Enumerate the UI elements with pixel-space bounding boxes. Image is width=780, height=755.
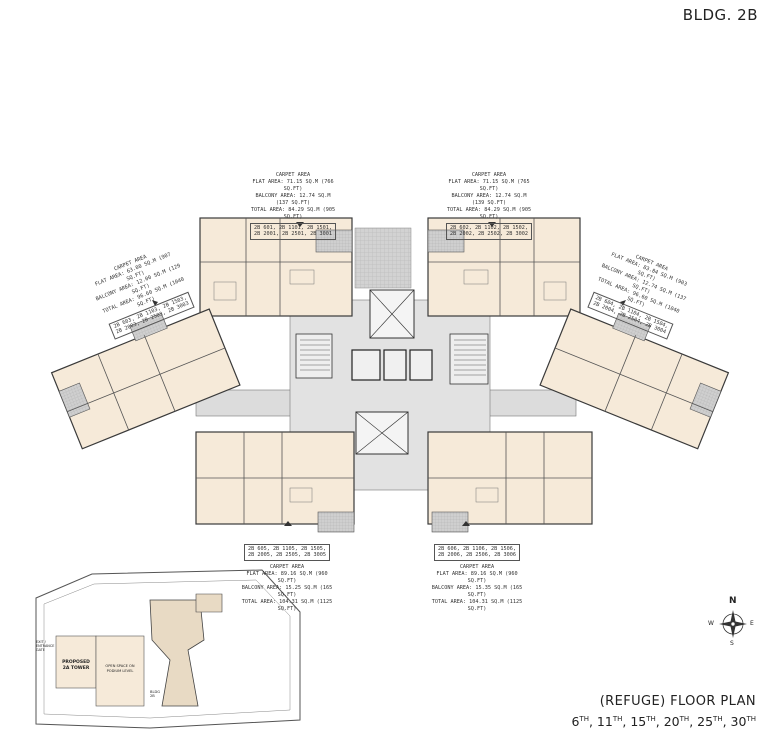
flat-bottom-left xyxy=(195,431,355,533)
floor-number: 6 xyxy=(571,714,580,729)
floor-separator: , xyxy=(722,714,731,729)
staircase-right xyxy=(449,333,489,385)
unit-list: 2B 602, 2B 1102, 2B 1502, 2B 2002, 2B 25… xyxy=(445,223,533,240)
floor-separator: , xyxy=(689,714,698,729)
floor-number: 25 xyxy=(697,714,714,729)
flat-top-right xyxy=(427,217,581,317)
area-block-top-left: CARPET AREA FLAT AREA: 71.15 SQ.M (766 S… xyxy=(248,172,338,240)
floor-separator: , xyxy=(622,714,631,729)
site-boundary xyxy=(35,569,301,729)
open-space-block xyxy=(95,635,145,707)
floor-separator: , xyxy=(655,714,664,729)
refuge-area xyxy=(354,227,412,289)
floor-number: 30 xyxy=(730,714,747,729)
floor-number: 11 xyxy=(596,714,613,729)
floor-suffix: TH xyxy=(612,714,623,723)
flat-right xyxy=(539,308,730,450)
area-block-bottom-left: 2B 605, 2B 1105, 2B 1505, 2B 2005, 2B 25… xyxy=(241,544,333,612)
plan-title: (REFUGE) FLOOR PLAN xyxy=(599,694,756,709)
lift-3 xyxy=(409,349,433,381)
area-block-bottom-right: 2B 606, 2B 1106, 2B 1506, 2B 2006, 2B 25… xyxy=(431,544,523,612)
key-plan xyxy=(35,569,301,729)
lift-2 xyxy=(383,349,407,381)
building-title: BLDG. 2B xyxy=(682,6,758,24)
floor-number: 15 xyxy=(630,714,647,729)
key-plan-open-space-label: OPEN SPACE ON PODIUM LEVEL xyxy=(105,664,135,673)
area-block-top-right: CARPET AREA FLAT AREA: 71.15 SQ.M (765 S… xyxy=(444,172,534,240)
flat-top-left xyxy=(199,217,353,317)
unit-list: 2B 601, 2B 1101, 2B 1501, 2B 2001, 2B 25… xyxy=(249,223,337,240)
floor-suffix: TH xyxy=(713,714,723,723)
floor-suffix: TH xyxy=(646,714,656,723)
unit-list: 2B 605, 2B 1105, 2B 1505, 2B 2005, 2B 25… xyxy=(243,544,331,561)
compass-icon xyxy=(719,610,747,638)
floor-separator: , xyxy=(588,714,597,729)
key-plan-tower-label: PROPOSED 2A TOWER xyxy=(62,660,90,671)
staircase-left xyxy=(295,333,333,379)
compass-north: N xyxy=(729,596,737,606)
unit-list: 2B 606, 2B 1106, 2B 1506, 2B 2006, 2B 25… xyxy=(433,544,521,561)
key-plan-bldg-label: BLDG 2B xyxy=(150,690,161,698)
compass-south: S xyxy=(730,640,734,647)
floor-number: 20 xyxy=(663,714,680,729)
proposed-tower-block xyxy=(55,635,97,689)
floor-suffix: TH xyxy=(579,714,589,723)
bldg-2b-footprint xyxy=(149,599,205,707)
key-plan-entrance-label: EXIT / ENTRANCE GATE xyxy=(36,640,55,652)
lift-1 xyxy=(351,349,381,381)
compass-east: E xyxy=(750,620,754,627)
floors-list: 6TH, 11TH, 15TH, 20TH, 25TH, 30TH xyxy=(571,714,756,729)
compass-west: W xyxy=(708,620,714,627)
flat-left xyxy=(50,308,241,450)
floor-suffix: TH xyxy=(746,714,756,723)
flat-bottom-right xyxy=(427,431,593,533)
floor-suffix: TH xyxy=(679,714,690,723)
